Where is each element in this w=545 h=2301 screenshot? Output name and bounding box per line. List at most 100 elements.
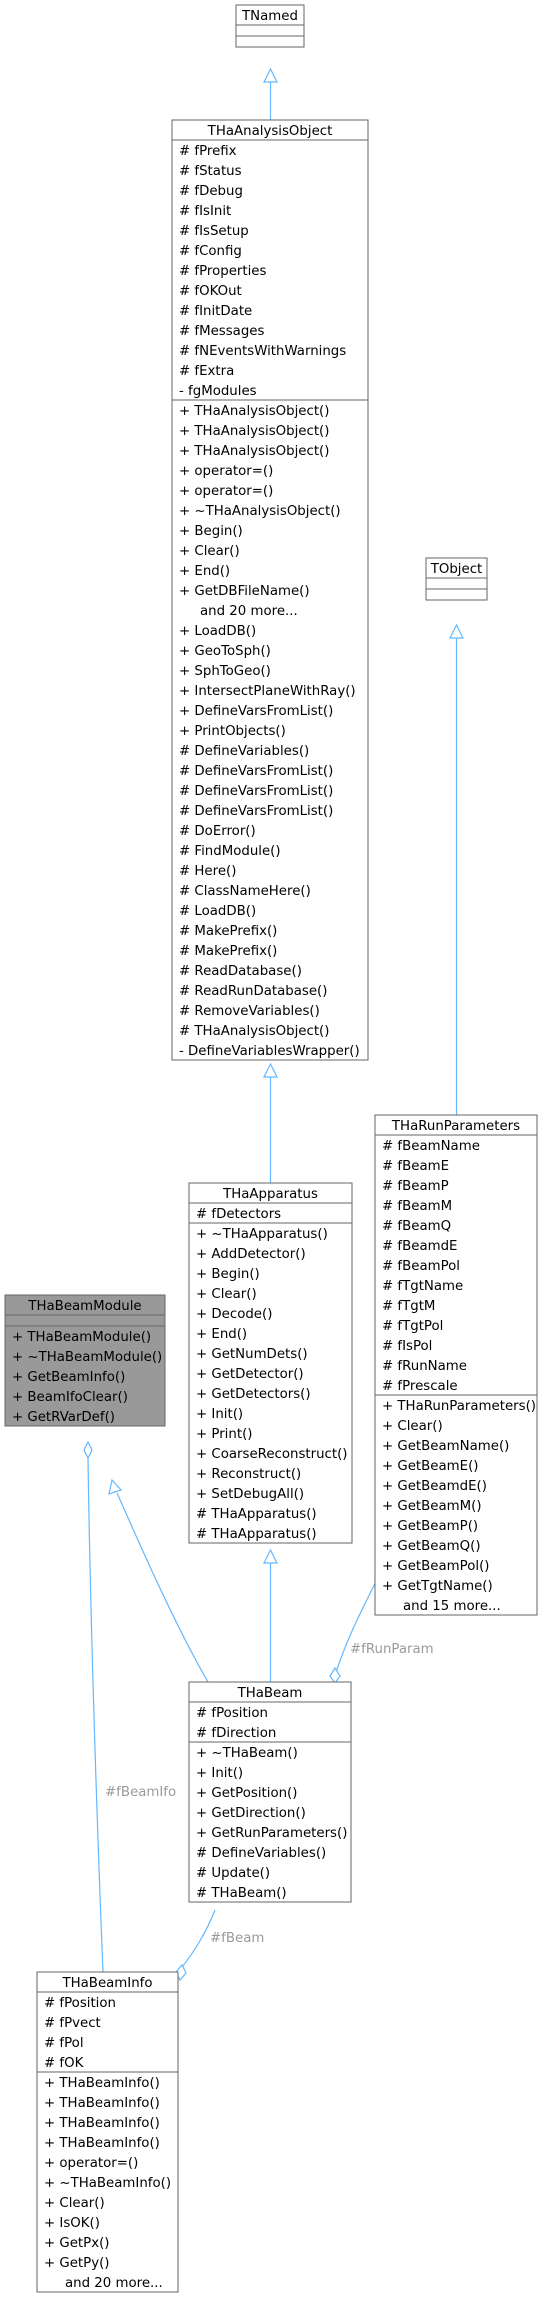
class-method: + Begin(): [196, 1267, 260, 1282]
class-box-frame: [235, 4, 305, 48]
class-method: + ~THaBeamInfo(): [44, 2176, 171, 2191]
class-method: + GetDetectors(): [196, 1387, 311, 1402]
class-method: + THaAnalysisObject(): [179, 404, 329, 419]
class-box-frame: [4, 1294, 166, 1427]
class-method: + GetTgtName(): [382, 1579, 493, 1594]
edge-runparam-aggregation: [334, 1576, 379, 1676]
class-box-thabeammodule[interactable]: THaBeamModule+ THaBeamModule()+ ~THaBeam…: [4, 1294, 166, 1427]
class-box-thabeaminfo[interactable]: THaBeamInfo# fPosition# fPvect# fPol# fO…: [36, 1971, 179, 2293]
edges: [83, 67, 464, 1982]
class-method: + DefineVarsFromList(): [179, 704, 333, 719]
class-title: TObject: [430, 562, 483, 577]
class-method: + GetBeamInfo(): [12, 1370, 125, 1385]
class-method: + GetBeamPol(): [382, 1559, 489, 1574]
class-method: + THaAnalysisObject(): [179, 424, 329, 439]
class-method: + GetPosition(): [196, 1786, 297, 1801]
inheritance-arrow-icon: [263, 1062, 278, 1078]
class-attribute: # fPrescale: [382, 1379, 458, 1394]
class-method: + operator=(): [179, 484, 273, 499]
class-method: + THaBeamModule(): [12, 1330, 151, 1345]
class-attribute: # fExtra: [179, 364, 234, 379]
class-method: + GetBeamQ(): [382, 1539, 481, 1554]
class-method: + GetPx(): [44, 2236, 109, 2251]
class-attribute: # fStatus: [179, 164, 242, 179]
class-method: + Decode(): [196, 1307, 272, 1322]
class-attribute: # fConfig: [179, 244, 242, 259]
inheritance-arrow-icon: [263, 67, 278, 83]
more-members-note: and 20 more...: [65, 2276, 163, 2291]
class-method: + IsOK(): [44, 2216, 100, 2231]
class-box-thaanalysisobject[interactable]: THaAnalysisObject# fPrefix# fStatus# fDe…: [171, 119, 369, 1061]
class-method: + Print(): [196, 1427, 252, 1442]
class-method: # ClassNameHere(): [179, 884, 311, 899]
class-method: # MakePrefix(): [179, 944, 277, 959]
class-method: + GetBeamM(): [382, 1499, 482, 1514]
class-method: + GetBeamdE(): [382, 1479, 487, 1494]
class-method: + GetBeamP(): [382, 1519, 478, 1534]
class-method: + GetRunParameters(): [196, 1826, 347, 1841]
class-attribute: - fgModules: [179, 384, 257, 399]
class-method: + GetDirection(): [196, 1806, 306, 1821]
class-box-tnamed[interactable]: TNamed: [235, 4, 305, 48]
class-method: + GeoToSph(): [179, 644, 271, 659]
class-method: # THaApparatus(): [196, 1507, 317, 1522]
class-attribute: # fDetectors: [196, 1207, 281, 1222]
class-attribute: # fOK: [44, 2056, 85, 2071]
edge-label-beam: #fBeam: [210, 1931, 264, 1946]
class-method: + Clear(): [382, 1419, 443, 1434]
class-title: THaApparatus: [222, 1187, 318, 1202]
class-method: + GetPy(): [44, 2256, 109, 2271]
class-method: + Reconstruct(): [196, 1467, 301, 1482]
class-title: THaRunParameters: [391, 1119, 520, 1134]
class-box-frame: [171, 119, 369, 1061]
class-attribute: # fInitDate: [179, 304, 252, 319]
class-method: + End(): [179, 564, 230, 579]
class-method: # ReadDatabase(): [179, 964, 302, 979]
class-method: # LoadDB(): [179, 904, 256, 919]
class-method: + End(): [196, 1327, 247, 1342]
class-title: THaBeam: [237, 1686, 303, 1701]
class-method: + THaRunParameters(): [382, 1399, 536, 1414]
class-attribute: # fProperties: [179, 264, 267, 279]
class-attribute: # fIsPol: [382, 1339, 432, 1354]
class-method: + GetDBFileName(): [179, 584, 310, 599]
edge-label-beam-ifo: #fBeamIfo: [105, 1785, 176, 1800]
class-box-thaapparatus[interactable]: THaApparatus# fDetectors+ ~THaApparatus(…: [188, 1182, 353, 1544]
inheritance-arrow-icon: [108, 1478, 123, 1495]
class-box-tobject[interactable]: TObject: [425, 557, 488, 601]
class-method: + Clear(): [196, 1287, 257, 1302]
class-attribute: # fBeamE: [382, 1159, 449, 1174]
class-method: + ~THaAnalysisObject(): [179, 504, 341, 519]
class-attribute: # fIsSetup: [179, 224, 249, 239]
class-method: + SphToGeo(): [179, 664, 271, 679]
class-box-thabeam[interactable]: THaBeam# fPosition# fDirection+ ~THaBeam…: [188, 1681, 352, 1903]
inheritance-arrow-icon: [263, 1548, 278, 1564]
class-method: + Clear(): [179, 544, 240, 559]
class-method: # DefineVarsFromList(): [179, 804, 333, 819]
edge-beam-to-beammodule: [116, 1492, 209, 1683]
class-method: # THaAnalysisObject(): [179, 1024, 329, 1039]
class-attribute: # fOKOut: [179, 284, 242, 299]
class-attribute: # fTgtM: [382, 1299, 435, 1314]
class-attribute: # fMessages: [179, 324, 265, 339]
class-attribute: # fTgtName: [382, 1279, 463, 1294]
class-attribute: # fRunName: [382, 1359, 467, 1374]
class-method: + IntersectPlaneWithRay(): [179, 684, 356, 699]
class-box-frame: [374, 1114, 538, 1616]
class-attribute: # fBeamM: [382, 1199, 452, 1214]
class-title: THaBeamInfo: [61, 1976, 152, 1991]
class-method: # RemoveVariables(): [179, 1004, 320, 1019]
class-method: + Clear(): [44, 2196, 105, 2211]
class-method: + GetBeamE(): [382, 1459, 478, 1474]
class-method: + THaAnalysisObject(): [179, 444, 329, 459]
class-box-frame: [425, 557, 488, 601]
class-box-tharunparameters[interactable]: THaRunParameters # fBeamName # fBeamE # fBe…: [374, 1114, 538, 1616]
class-method: + THaBeamInfo(): [44, 2076, 160, 2091]
class-attribute: # fDebug: [179, 184, 243, 199]
class-method: + GetDetector(): [196, 1367, 304, 1382]
class-method: # DefineVarsFromList(): [179, 784, 333, 799]
class-method: # ReadRunDatabase(): [179, 984, 327, 999]
class-attribute: # fBeamName: [382, 1139, 480, 1154]
class-method: + AddDetector(): [196, 1247, 306, 1262]
